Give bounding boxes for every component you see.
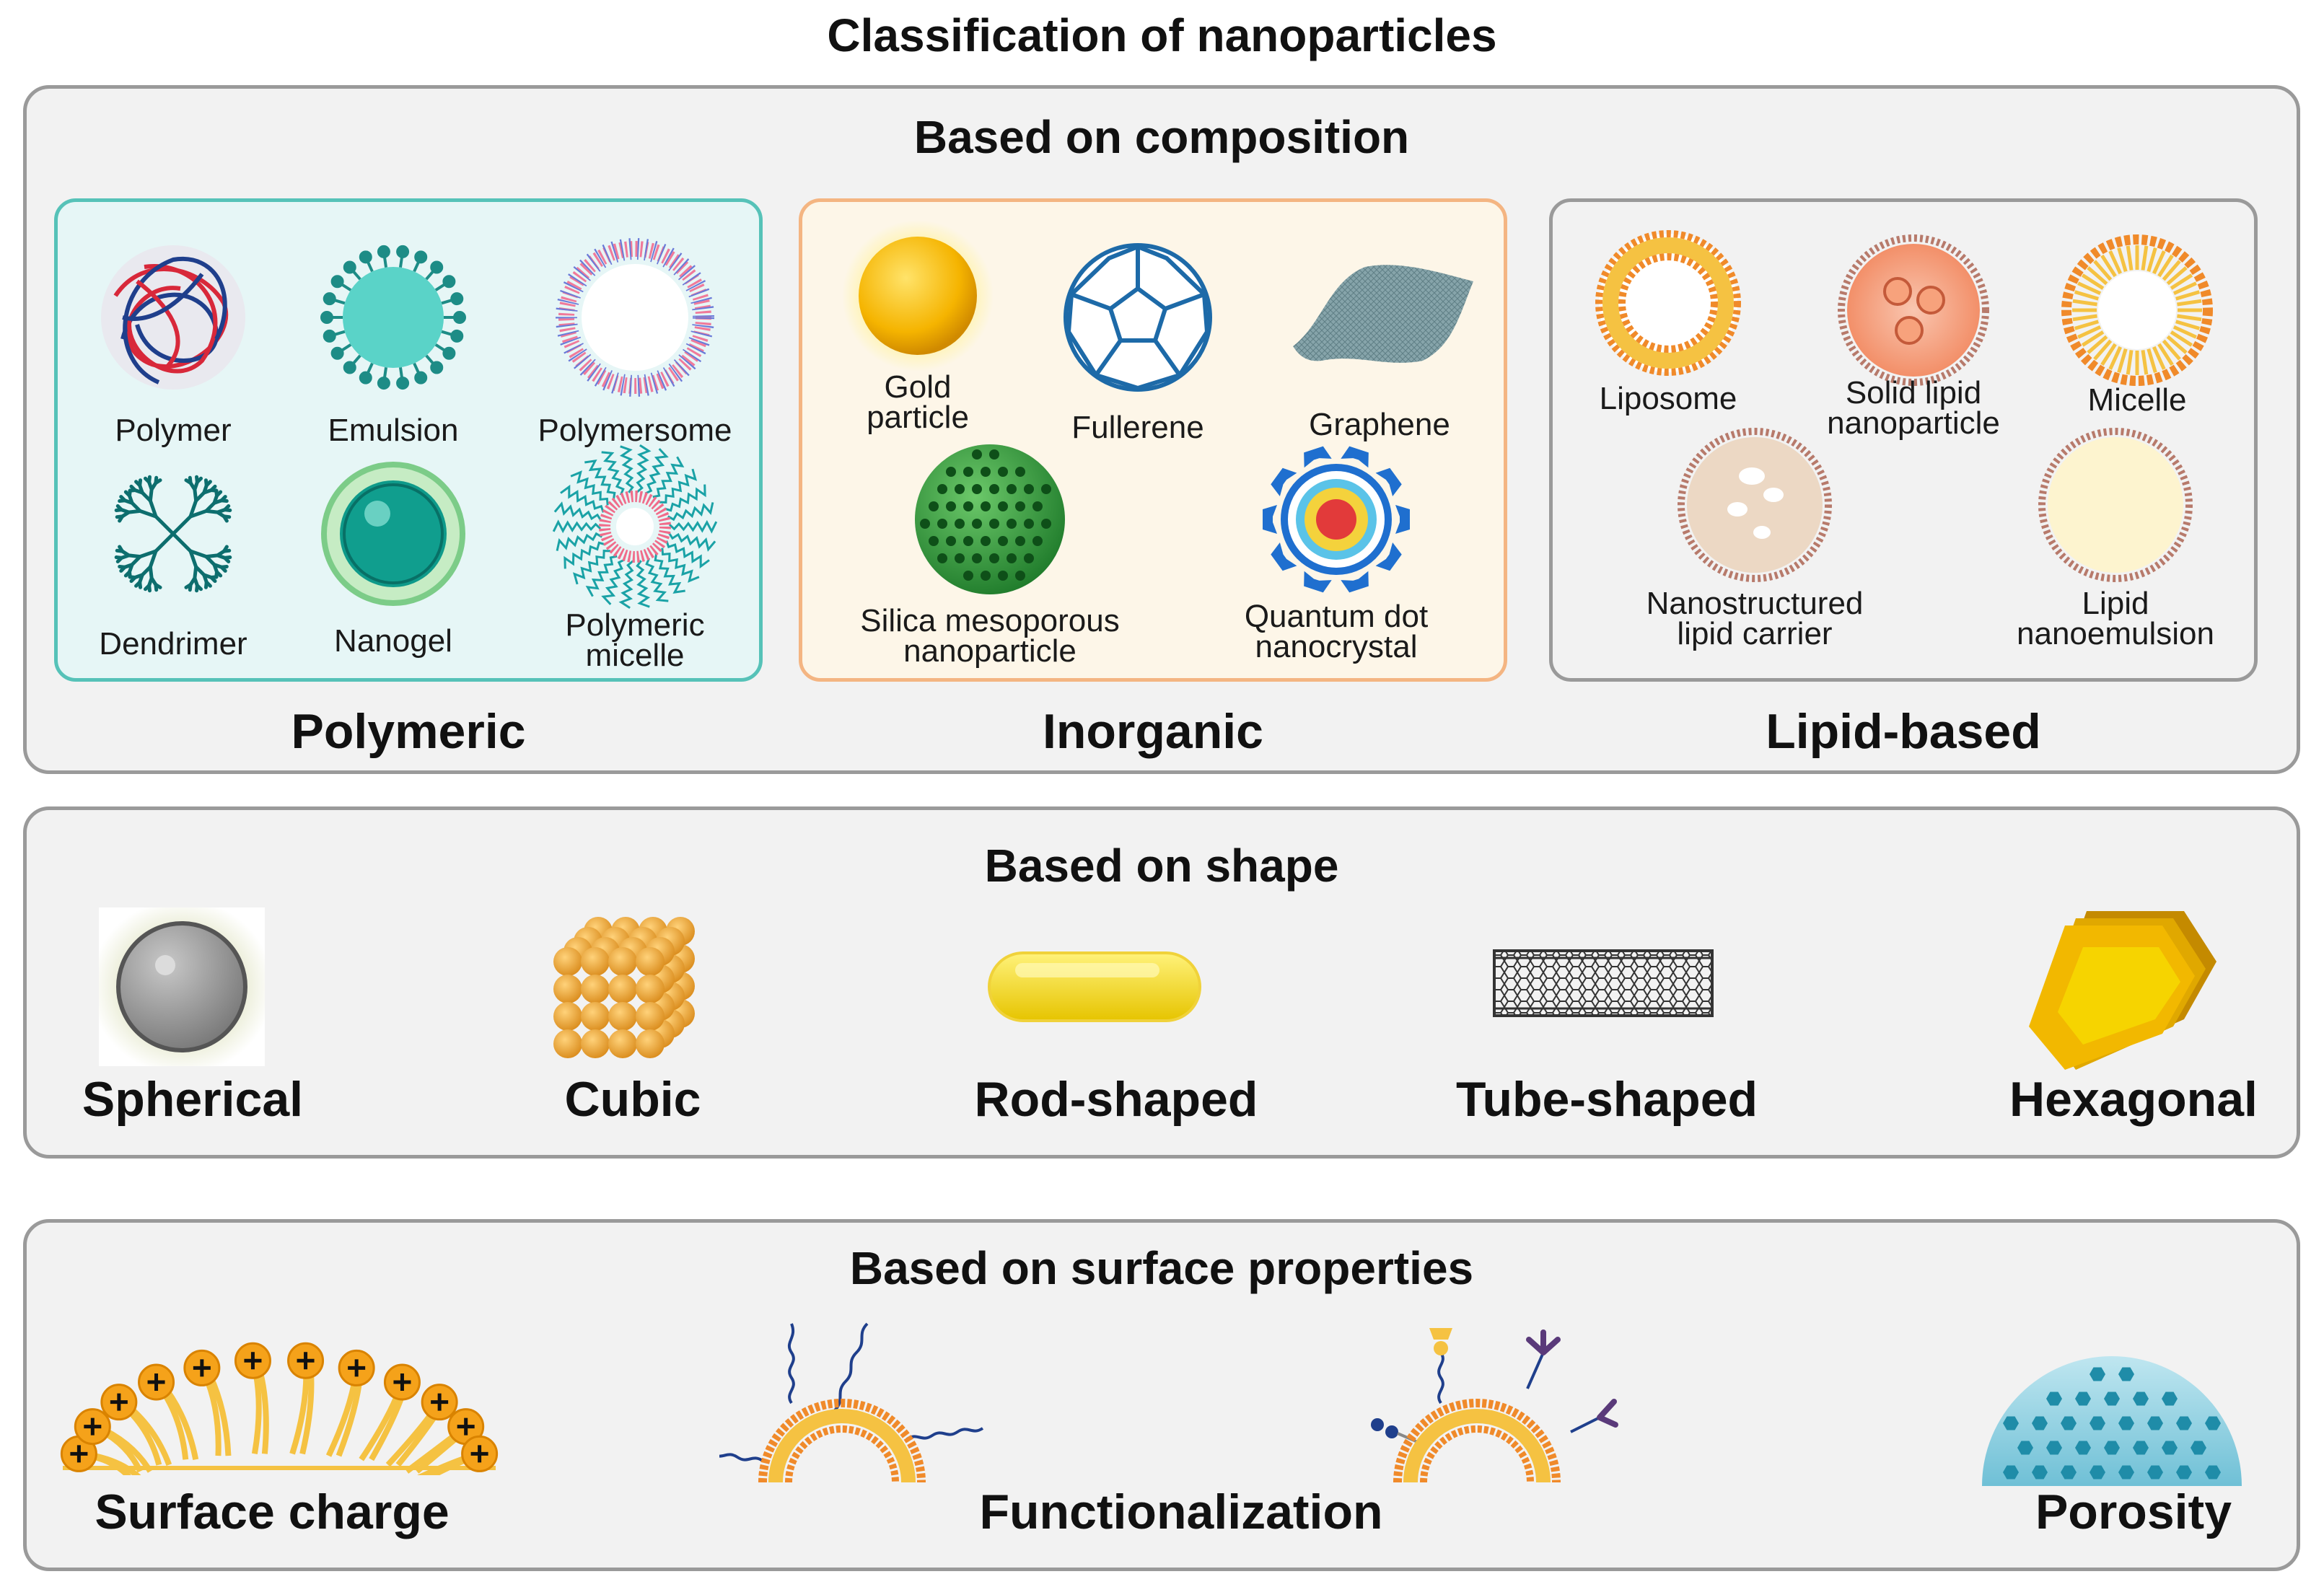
hexagonal-label: Hexagonal [2009,1072,2258,1127]
nlc-label: Nanostructured lipid carrier [1646,586,1864,651]
nlc-item: Nanostructured lipid carrier [1610,426,1899,651]
micelle-item: Micelle [2043,231,2231,416]
surface-panel: Based on surface properties Surface char… [23,1219,2300,1571]
fullerene-icon [1064,243,1212,392]
solid-lipid-item: Solid lipid nanoparticle [1798,231,2029,439]
liposome-item: Liposome [1574,224,1762,416]
lipid-label: Lipid-based [1766,704,2041,759]
functionalization-icon-2 [1371,1328,1618,1483]
porosity-icon [1982,1356,2242,1486]
polymeric-micelle-icon [552,444,718,610]
solid-lipid-icon [1838,234,1989,386]
liposome-icon [1595,230,1741,376]
silica-label: Silica mesoporous nanoparticle [860,603,1120,669]
gold-particle-label: Gold particle [867,369,969,435]
rod-icon [988,951,1201,1022]
lipid-nanoemulsion-item: Lipid nanoemulsion [2000,426,2231,651]
nanogel-item: Nanogel [307,454,480,659]
tube-icon [1493,949,1714,1017]
gold-particle-icon [842,220,994,372]
polymer-icon [101,245,245,390]
cubic-label: Cubic [564,1072,701,1127]
graphene-item: Graphene [1279,238,1481,442]
quantum-dot-label: Quantum dot nanocrystal [1244,599,1429,664]
fullerene-item: Fullerene [1051,238,1224,445]
fullerene-label: Fullerene [1071,410,1204,445]
inorganic-group: Gold particle Ful [799,198,1507,682]
emulsion-icon [320,245,466,390]
polymersome-label: Polymersome [538,413,732,448]
inorganic-label: Inorganic [1042,704,1264,759]
dendrimer-icon [114,475,232,593]
polymersome-icon [556,238,714,397]
polymer-item: Polymer [87,238,260,448]
surface-title: Based on surface properties [849,1242,1474,1294]
polymeric-micelle-item: Polymeric micelle [534,440,736,673]
quantum-dot-icon [1263,446,1410,593]
rod-label: Rod-shaped [974,1072,1258,1127]
polymersome-item: Polymersome [534,238,736,448]
silica-item: Silica mesoporous nanoparticle [831,440,1149,667]
spherical-label: Spherical [82,1072,304,1127]
dendrimer-item: Dendrimer [87,454,260,661]
polymeric-micelle-label: Polymeric micelle [565,607,705,673]
quantum-dot-item: Quantum dot nanocrystal [1206,433,1466,664]
shape-title: Based on shape [984,840,1339,892]
cubic-icon [553,917,695,1058]
polymer-label: Polymer [115,413,232,448]
polymeric-label: Polymeric [291,704,526,759]
shape-panel: Based on shape Spherical Cubic [23,806,2300,1159]
liposome-label: Liposome [1599,381,1737,416]
gold-particle-item: Gold particle [831,216,1004,435]
graphene-label: Graphene [1309,407,1450,442]
solid-lipid-label: Solid lipid nanoparticle [1827,375,2000,441]
dendrimer-label: Dendrimer [99,626,247,661]
composition-title: Based on composition [913,111,1410,163]
lipid-group: Liposome Solid lipid nanoparticle [1549,198,2258,682]
micelle-icon [2061,234,2213,386]
surface-charge-icon [60,1342,499,1475]
emulsion-item: Emulsion [307,238,480,448]
lipid-nanoemulsion-label: Lipid nanoemulsion [2017,586,2214,651]
silica-icon [915,444,1065,594]
functionalization-label: Functionalization [979,1485,1383,1539]
emulsion-label: Emulsion [328,413,459,448]
graphene-icon [1293,265,1473,363]
micelle-label: Micelle [2087,382,2187,418]
nlc-icon [1678,428,1832,582]
nanogel-icon [321,462,465,606]
nanogel-label: Nanogel [334,623,452,659]
spherical-icon [99,907,265,1066]
porosity-label: Porosity [2035,1485,2232,1539]
main-title: Classification of nanoparticles [827,9,1497,61]
surface-charge-label: Surface charge [95,1485,450,1539]
functionalization-icon-1 [719,1322,984,1483]
polymeric-group: Polymer Emulsion Polymersome Dendrimer [54,198,763,682]
tube-label: Tube-shaped [1455,1072,1758,1127]
composition-panel: Based on composition Polymer [23,85,2300,774]
lipid-nanoemulsion-icon [2038,428,2193,582]
hexagonal-icon [2029,911,2216,1070]
